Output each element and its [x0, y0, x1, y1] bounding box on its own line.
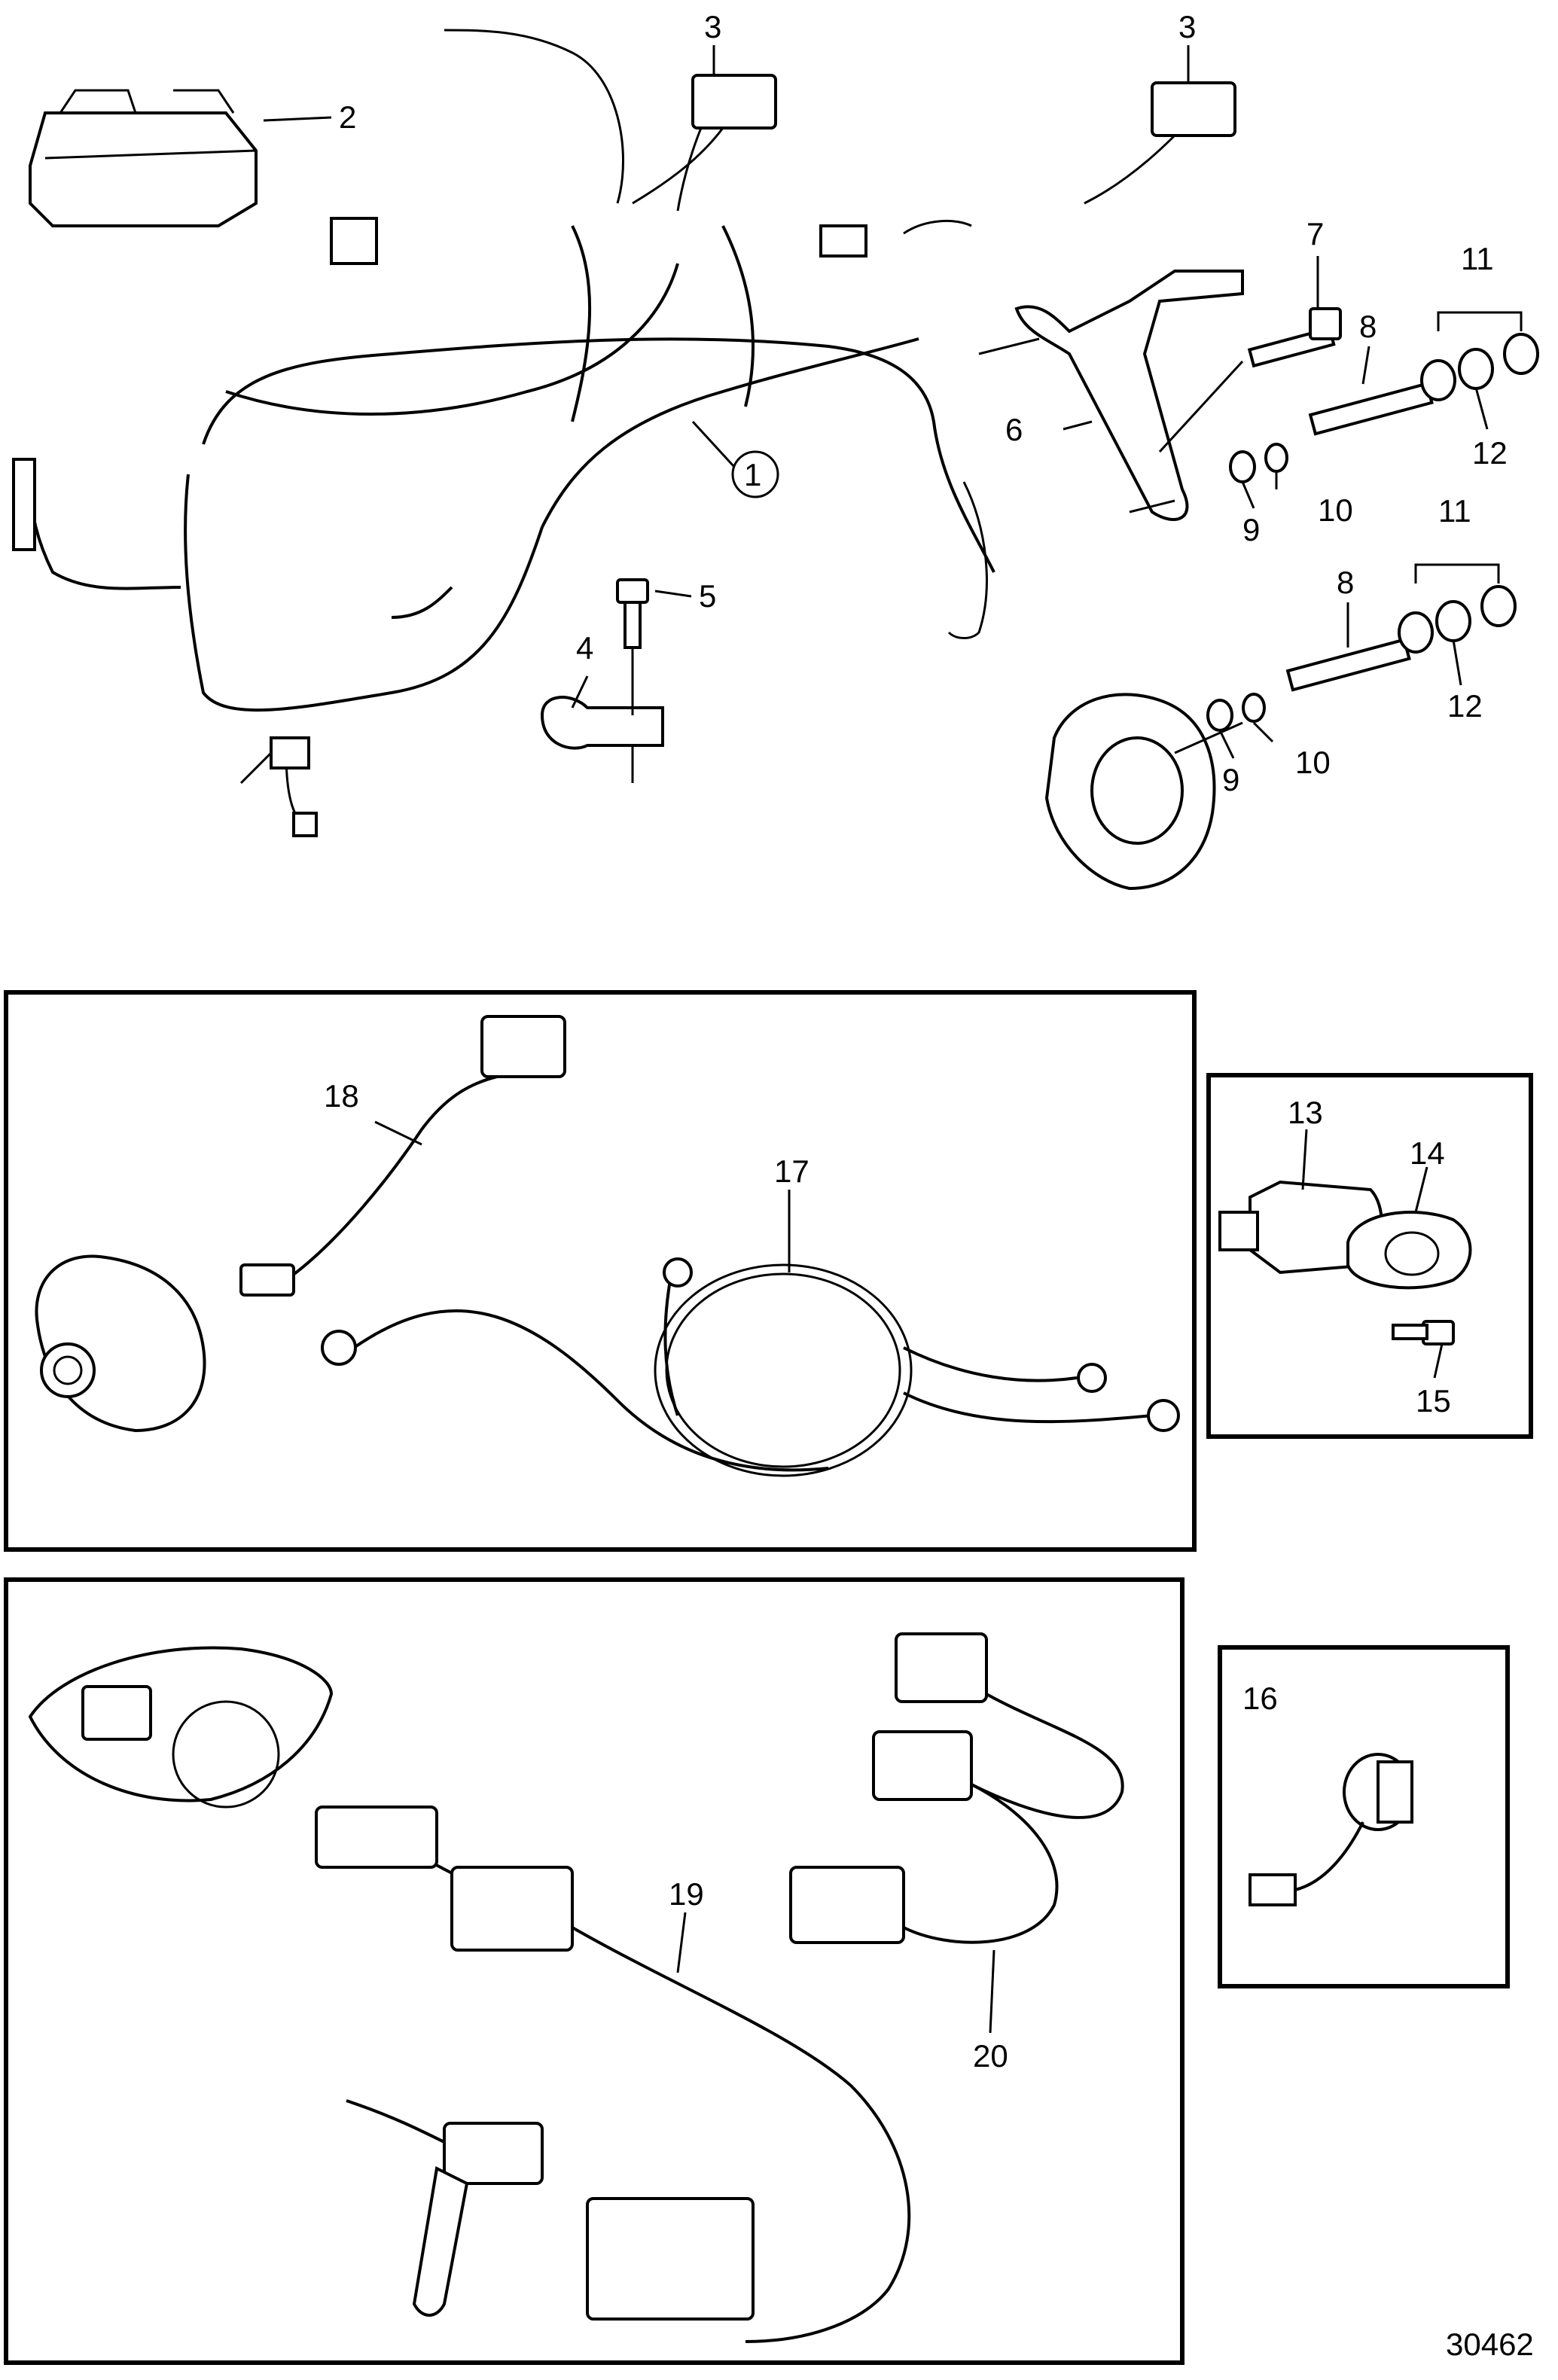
callout-1: 1 [744, 457, 761, 492]
screw-15 [1392, 1320, 1455, 1345]
ignition-switch [346, 2099, 544, 2317]
callout-12b: 12 [1447, 688, 1483, 724]
callout-2: 2 [339, 99, 356, 135]
stud-8-upper [1308, 382, 1434, 436]
callout-8b: 8 [1337, 565, 1354, 600]
stud-7 [1247, 307, 1342, 368]
frame-alternator-cables [4, 990, 1197, 1552]
callout-16: 16 [1242, 1681, 1278, 1716]
callout-4: 4 [576, 630, 593, 666]
wiring-harness [12, 29, 995, 837]
cable-20 [789, 1632, 1124, 1944]
nuts-11-12-lower [1398, 563, 1517, 654]
flywheel-housing [1044, 693, 1243, 891]
gasket-14 [1346, 1211, 1472, 1290]
callout-3a: 3 [704, 9, 721, 44]
clip-4 [540, 696, 664, 783]
callout-6: 6 [1005, 412, 1023, 447]
frame-sensor [1206, 1073, 1533, 1439]
bracket-6 [978, 270, 1244, 521]
callout-11b: 11 [1438, 493, 1471, 529]
relay-box [29, 89, 258, 227]
callout-11a: 11 [1461, 241, 1494, 276]
nuts-11-12-upper [1420, 311, 1539, 401]
callout-5: 5 [699, 578, 716, 614]
callout-10b: 10 [1295, 745, 1331, 780]
frame-solenoid [1218, 1645, 1510, 1988]
battery-cable-17 [321, 1257, 1180, 1477]
connector-3-right [1084, 81, 1236, 205]
washers-9-10-lower [1206, 693, 1266, 732]
callout-12a: 12 [1472, 435, 1508, 471]
diagram-id: 30462 [1446, 2327, 1534, 2362]
instrument-harness-19 [315, 1806, 911, 2343]
callout-9a: 9 [1242, 512, 1260, 547]
callout-3b: 3 [1178, 9, 1196, 44]
leader-lines [263, 45, 1489, 2034]
connector-3-left [632, 74, 777, 205]
callout-labels: 1 2 3 3 4 5 6 7 8 8 9 9 10 10 11 11 12 1… [324, 9, 1508, 2074]
callout-8a: 8 [1359, 309, 1377, 344]
callout-9b: 9 [1222, 762, 1239, 797]
callout-10a: 10 [1318, 492, 1353, 528]
screw-5 [616, 578, 649, 715]
callout-7: 7 [1306, 216, 1324, 251]
callout-18: 18 [324, 1078, 359, 1114]
instrument-panel [28, 1646, 334, 1809]
frame-instrument-harness [4, 1577, 1185, 2365]
callout-13: 13 [1288, 1095, 1323, 1130]
washers-9-10-upper [1229, 443, 1288, 483]
callout-17: 17 [774, 1153, 809, 1189]
callout-15: 15 [1416, 1383, 1451, 1419]
callout-14: 14 [1410, 1135, 1445, 1171]
callout-20: 20 [973, 2038, 1008, 2074]
alternator [35, 1254, 206, 1433]
solenoid-16 [1249, 1753, 1413, 1906]
cable-18 [239, 1015, 566, 1297]
callout-19: 19 [669, 1876, 704, 1912]
